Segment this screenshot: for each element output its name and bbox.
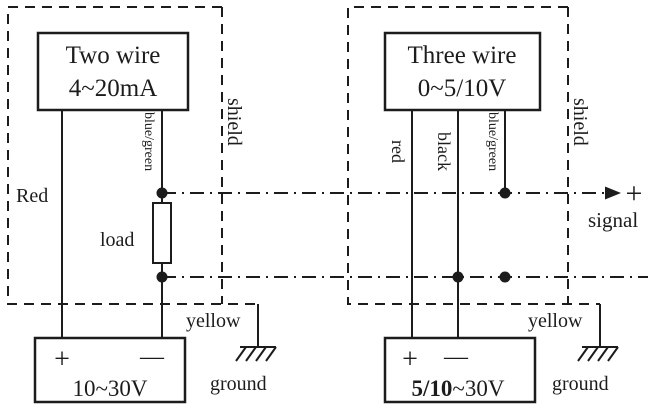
left-ground-label: ground (210, 373, 267, 395)
right-power-voltage: 5/10~30V (412, 376, 505, 401)
right-shield-label: shield (569, 98, 591, 146)
signal-arrow-icon (605, 186, 621, 200)
right-ground-symbol-icon (577, 304, 619, 362)
right-power-minus: — (443, 344, 469, 370)
left-ground-symbol-icon (235, 304, 277, 362)
right-red-wire-label: red (388, 140, 408, 163)
left-shield-label: shield (223, 98, 245, 146)
right-sensor-title: Three wire (408, 42, 517, 69)
right-junction-black (452, 271, 464, 283)
left-sensor-range: 4~20mA (69, 75, 158, 102)
load-resistor (152, 202, 172, 264)
left-shield-enclosure (7, 6, 258, 305)
right-shield-enclosure (347, 6, 600, 305)
right-junction-signal (499, 187, 511, 199)
left-sensor-box (36, 31, 190, 112)
left-power-voltage: 10~30V (72, 376, 147, 401)
right-power-voltage-rest: ~30V (452, 376, 504, 401)
left-power-supply-box (33, 336, 187, 404)
right-black-wire-label: black (434, 132, 454, 171)
right-power-supply-box (383, 336, 537, 404)
left-power-minus: — (139, 344, 165, 370)
left-power-plus: + (54, 344, 70, 375)
right-power-voltage-bold: 5/10 (412, 376, 453, 401)
signal-plus-label: + (626, 177, 643, 210)
left-bluegreen-wire-label: blue/green (141, 112, 156, 171)
load-label: load (100, 229, 134, 251)
left-junction-bottom (156, 271, 168, 283)
right-ground-label: ground (552, 373, 609, 395)
right-yellow-label: yellow (528, 310, 583, 332)
signal-label: signal (588, 208, 638, 232)
left-red-wire-label: Red (16, 185, 48, 207)
right-junction-return (499, 271, 511, 283)
right-bluegreen-wire-label: blue/green (485, 112, 500, 171)
left-sensor-title: Two wire (66, 42, 161, 69)
left-junction-top (156, 187, 168, 199)
right-sensor-box (383, 31, 542, 112)
right-power-plus: + (402, 344, 418, 375)
left-yellow-label: yellow (186, 310, 241, 332)
right-sensor-range: 0~5/10V (418, 75, 507, 102)
